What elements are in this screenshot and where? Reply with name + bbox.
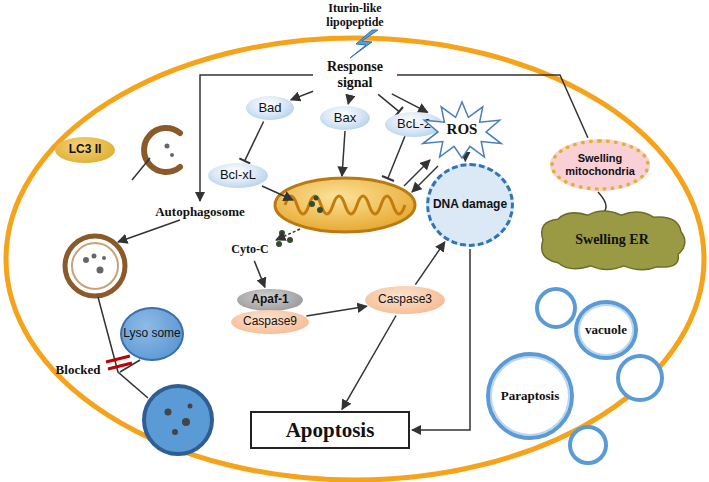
node-text: Cyto-C (231, 243, 268, 257)
process-label: Cyto-C (225, 241, 275, 259)
connector (392, 94, 428, 112)
protein-ellipse: LC3 II (55, 137, 115, 163)
link-line (598, 192, 606, 212)
lightning-bolt (350, 30, 378, 58)
vacuole-circle: Paraptosis (486, 352, 574, 440)
connector (306, 306, 366, 316)
connector (245, 122, 264, 161)
lc3-link (132, 158, 150, 180)
signal-text: Response signal (315, 57, 395, 93)
node-text: Caspase3 (378, 293, 432, 307)
release-arrow (276, 229, 300, 240)
autolysosome (144, 386, 212, 454)
connector (378, 94, 399, 111)
vacuole-circle: vacuole (574, 300, 638, 360)
node-text: Swelling mitochondria (560, 152, 640, 177)
node-text: LC3 II (69, 143, 102, 157)
connector (342, 316, 396, 410)
node-text: vacuole (585, 323, 627, 338)
node-text: Bad (258, 101, 281, 116)
autophagosome-arrow (118, 220, 180, 242)
protein-ellipse: Bad (246, 96, 294, 120)
outcome-box: Apoptosis (250, 411, 410, 449)
node-text: Bcl-xL (220, 168, 256, 183)
bclxl-arrow (262, 186, 293, 200)
cell-membrane (6, 38, 704, 480)
node-text: DNA damage (433, 198, 507, 212)
protein-ellipse: Caspase9 (231, 310, 309, 334)
node-text: Autophagosome (155, 205, 245, 220)
node-text: Apoptosis (286, 418, 375, 442)
node-text: Bax (334, 111, 356, 126)
ros-star: ROS (422, 101, 502, 159)
process-label: Autophagosome (145, 203, 255, 221)
connector (465, 160, 467, 162)
protein-ellipse: Caspase3 (365, 286, 445, 314)
node-text: Caspase9 (243, 315, 297, 329)
node-text: Swelling ER (575, 232, 649, 248)
node-text: Paraptosis (501, 389, 560, 404)
connector (254, 261, 265, 287)
bax-arrow (342, 131, 345, 176)
phagophore (144, 128, 180, 172)
connector (412, 249, 470, 430)
organelle-ellipse: Swelling mitochondria (550, 139, 650, 191)
blocked-mark (106, 356, 132, 369)
lysosome-circle: Lyso some (120, 307, 184, 361)
mitochondrion (275, 178, 415, 232)
connector (415, 242, 444, 285)
protein-ellipse: Apaf-1 (237, 289, 303, 311)
bcl2-inhibit-line (388, 136, 405, 178)
autophagosome (65, 236, 125, 296)
agent-label: Iturin-like lipopeptide (305, 2, 405, 30)
er-blob: Swelling ER (537, 209, 687, 271)
node-text: Lyso some (123, 327, 181, 341)
status-label: Blocked (48, 363, 108, 378)
inhibit-bar (382, 176, 394, 181)
connector (291, 91, 313, 100)
protein-ellipse: Bcl-xL (208, 163, 268, 188)
connector (348, 95, 350, 104)
connector (200, 75, 313, 201)
node-text: Apaf-1 (251, 293, 288, 307)
node-text: Response signal (320, 59, 390, 91)
connector (397, 75, 588, 138)
node-text: ROS (447, 121, 478, 138)
protein-ellipse: Bax (320, 106, 370, 130)
cytochrome-c-dots (276, 230, 293, 247)
node-text: BcL-2 (397, 117, 431, 132)
mito-ros-arrow (404, 160, 430, 186)
nucleus-circle: DNA damage (426, 163, 514, 247)
